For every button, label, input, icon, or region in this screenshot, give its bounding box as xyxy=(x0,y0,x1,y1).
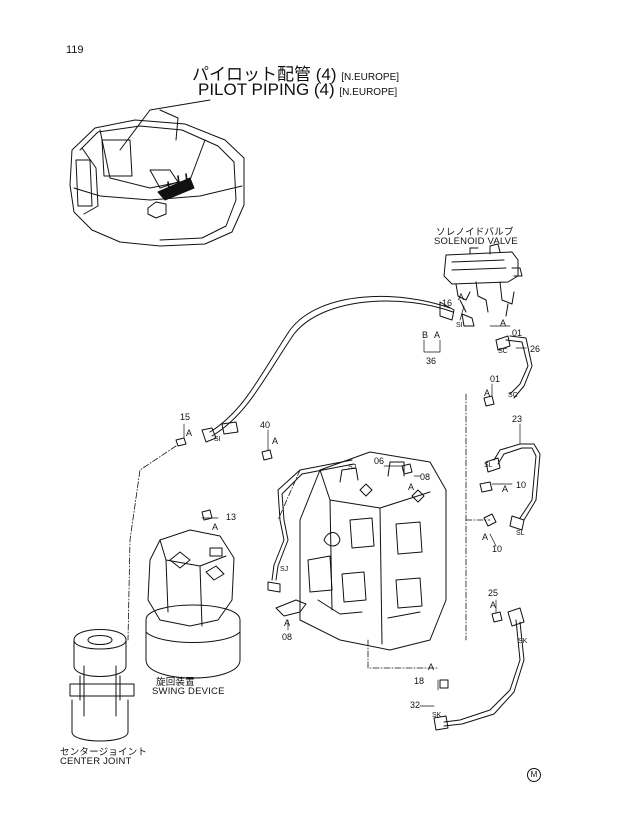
page-number: 119 xyxy=(66,44,84,56)
part-number-25: 25 xyxy=(488,588,499,598)
view-mark-a-6: A xyxy=(434,330,441,340)
long-hose xyxy=(201,296,475,443)
part-number-40: 40 xyxy=(260,420,271,430)
view-mark-a-4: A xyxy=(458,292,465,302)
part-number-10-upper: 10 xyxy=(516,480,527,490)
view-mark-a-2: A xyxy=(272,436,279,446)
part-number-18: 18 xyxy=(414,676,425,686)
swing-device xyxy=(145,529,241,679)
port-label-sj-upper: SJ xyxy=(348,464,357,471)
part-number-23: 23 xyxy=(512,414,523,424)
port-label-si-right: SI xyxy=(456,322,463,329)
part-number-16: 16 xyxy=(442,298,453,308)
center-joint-label-jp: センタージョイント xyxy=(60,747,148,758)
title-en-region: [N.EUROPE] xyxy=(339,87,398,98)
page-title-english: PILOT PIPING (4) [N.EUROPE] xyxy=(198,80,397,100)
port-label-sc-upper: SC xyxy=(498,348,508,355)
port-label-sk-left: SK xyxy=(432,712,442,719)
part-number-10-lower: 10 xyxy=(492,544,503,554)
part-number-08-upper: 08 xyxy=(420,472,431,482)
solenoid-valve xyxy=(443,243,523,317)
port-label-si-left: SI xyxy=(214,436,221,443)
center-joint-label: CENTER JOINT xyxy=(60,756,132,767)
view-mark-a-8: A xyxy=(408,482,415,492)
part-number-15: 15 xyxy=(180,412,191,422)
solenoid-valve-label: SOLENOID VALVE xyxy=(434,236,518,247)
center-lines xyxy=(127,393,491,669)
swing-device-label: SWING DEVICE xyxy=(152,686,225,697)
port-label-sk-right: SK xyxy=(518,638,528,645)
part-number-13: 13 xyxy=(226,512,237,522)
control-valve xyxy=(299,451,447,651)
part-number-08-lower: 08 xyxy=(282,632,293,642)
title-jp-region: [N.EUROPE] xyxy=(341,72,400,83)
pipe-sc xyxy=(495,335,533,399)
view-mark-a-1: A xyxy=(186,428,193,438)
title-en-text: PILOT PIPING (4) xyxy=(198,80,335,99)
title-jp-text: パイロット配管 (4) xyxy=(192,65,337,84)
view-mark-a-9: A xyxy=(502,484,509,494)
solenoid-valve-label-jp: ソレノイドバルブ xyxy=(436,227,514,238)
view-mark-a-5: A xyxy=(500,318,507,328)
pipe-08-lower xyxy=(275,599,307,617)
port-label-sl-upper: SL xyxy=(484,462,493,469)
part-number-01-lower: 01 xyxy=(490,374,501,384)
view-mark-a-13: A xyxy=(428,662,435,672)
revision-mark: M xyxy=(527,768,541,782)
leader-lines xyxy=(183,305,527,707)
view-mark-b: B xyxy=(422,330,429,340)
fittings xyxy=(175,395,503,689)
part-number-36: 36 xyxy=(426,356,437,366)
part-number-01-upper: 01 xyxy=(512,328,523,338)
swing-device-label-jp: 旋回装置 xyxy=(156,677,195,688)
pipe-23 xyxy=(485,443,541,531)
center-joint xyxy=(69,629,135,742)
page-title-japanese: パイロット配管 (4) [N.EUROPE] xyxy=(192,60,399,85)
part-number-26: 26 xyxy=(530,344,541,354)
excavator-overview xyxy=(69,99,245,247)
port-label-sl-lower: SL xyxy=(516,530,525,537)
view-mark-a-7: A xyxy=(484,388,491,398)
pipe-sk xyxy=(433,607,525,731)
part-number-32: 32 xyxy=(410,700,421,710)
view-mark-a-3: A xyxy=(212,522,219,532)
view-mark-a-10: A xyxy=(482,532,489,542)
port-label-sc-lower: SC xyxy=(508,392,518,399)
part-number-06: 06 xyxy=(374,456,385,466)
view-mark-a-11: A xyxy=(490,600,497,610)
port-label-sj-lower: SJ xyxy=(280,566,289,573)
view-mark-a-12: A xyxy=(284,618,291,628)
